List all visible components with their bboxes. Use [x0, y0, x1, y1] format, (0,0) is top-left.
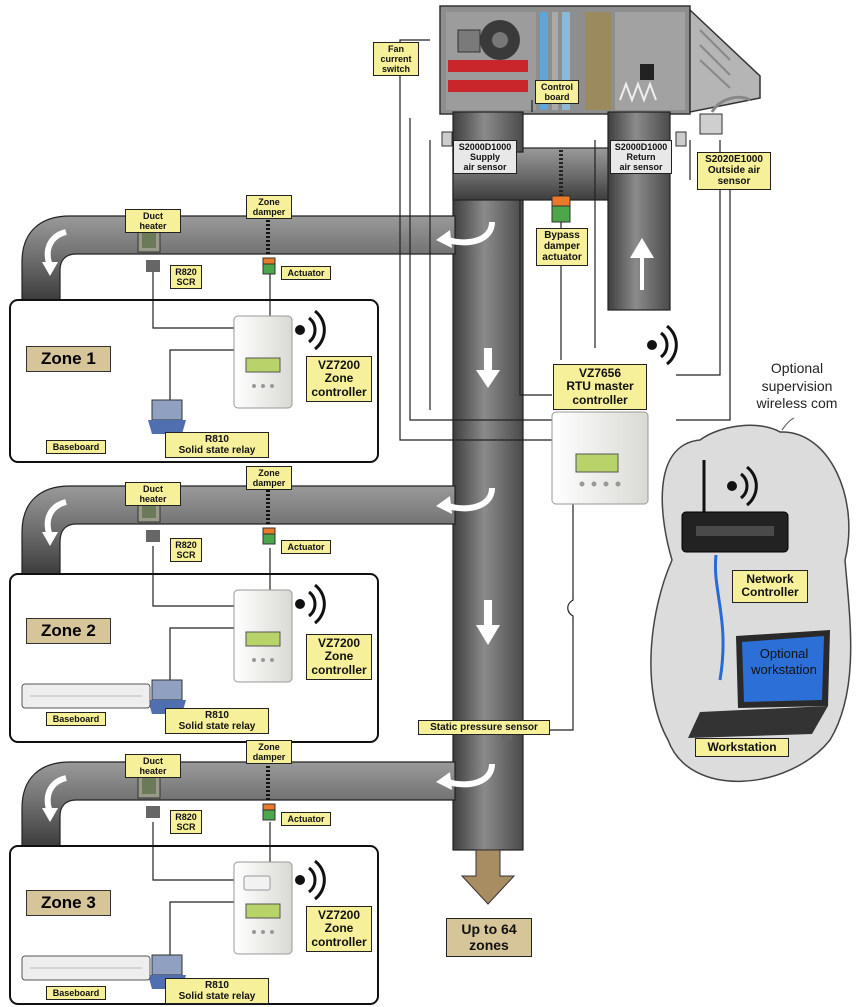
bypass-damper — [551, 150, 571, 223]
optional-workstation-text: Optional workstation — [751, 646, 817, 678]
zone-controllers — [233, 315, 293, 955]
optional-supervision-text: Optional supervision wireless com — [756, 360, 838, 411]
up-to-64-zones-label: Up to 64 zones — [446, 918, 532, 958]
zone3-baseboard-label: Baseboard — [46, 986, 106, 1001]
network-controller-device — [681, 460, 789, 553]
zone1-actuator-label: Actuator — [281, 266, 331, 281]
wireless-icons — [295, 309, 758, 901]
zone2-duct-heater-label: Duct heater — [125, 482, 181, 507]
control-wiring — [152, 39, 731, 955]
zone3-title: Zone 3 — [26, 890, 111, 916]
outside-air-sensor-label: S2020E1000 Outside air sensor — [697, 152, 771, 190]
zone-ducts — [21, 215, 456, 847]
zone1-title: Zone 1 — [26, 346, 111, 372]
zone1-duct-heater-label: Duct heater — [125, 209, 181, 234]
zone1-baseboard-label: Baseboard — [46, 440, 106, 455]
network-controller-label: Network Controller — [732, 570, 808, 603]
return-air-sensor-label: S2000D1000 Return air sensor — [610, 140, 672, 175]
baseboard-heaters — [21, 683, 151, 981]
more-zones-arrow — [460, 849, 516, 905]
outside-air-sensor-device — [699, 95, 751, 135]
zone2-title: Zone 2 — [26, 618, 111, 644]
zone3-actuator-label: Actuator — [281, 812, 331, 827]
workstation-label: Workstation — [695, 738, 789, 758]
zone3-duct-heater-label: Duct heater — [125, 754, 181, 779]
control-board-label: Control board — [535, 80, 579, 105]
bypass-damper-actuator-label: Bypass damper actuator — [536, 228, 588, 266]
supply-air-sensor-label: S2000D1000 Supply air sensor — [453, 140, 517, 175]
fan-current-switch-label: Fan current switch — [373, 42, 419, 77]
rooftop-unit — [439, 5, 761, 115]
laptop-device — [688, 630, 830, 738]
supply-flow-arrows — [476, 348, 500, 645]
zone2-actuator-label: Actuator — [281, 540, 331, 555]
zone-rooms — [9, 299, 379, 1005]
rtu-master-controller-device — [551, 411, 649, 505]
zone2-baseboard-label: Baseboard — [46, 712, 106, 727]
static-pressure-sensor-label: Static pressure sensor — [418, 720, 550, 736]
rtu-master-controller-label: VZ7656 RTU master controller — [553, 364, 647, 411]
